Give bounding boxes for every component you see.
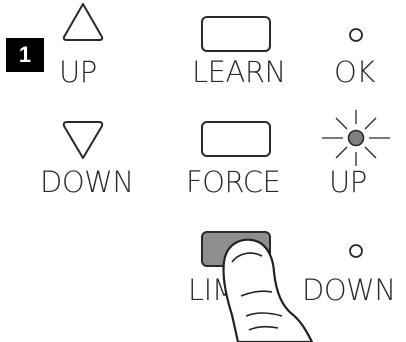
pressing-finger-icon (0, 0, 406, 342)
control-panel-diagram: 1 UP DO (0, 0, 406, 342)
